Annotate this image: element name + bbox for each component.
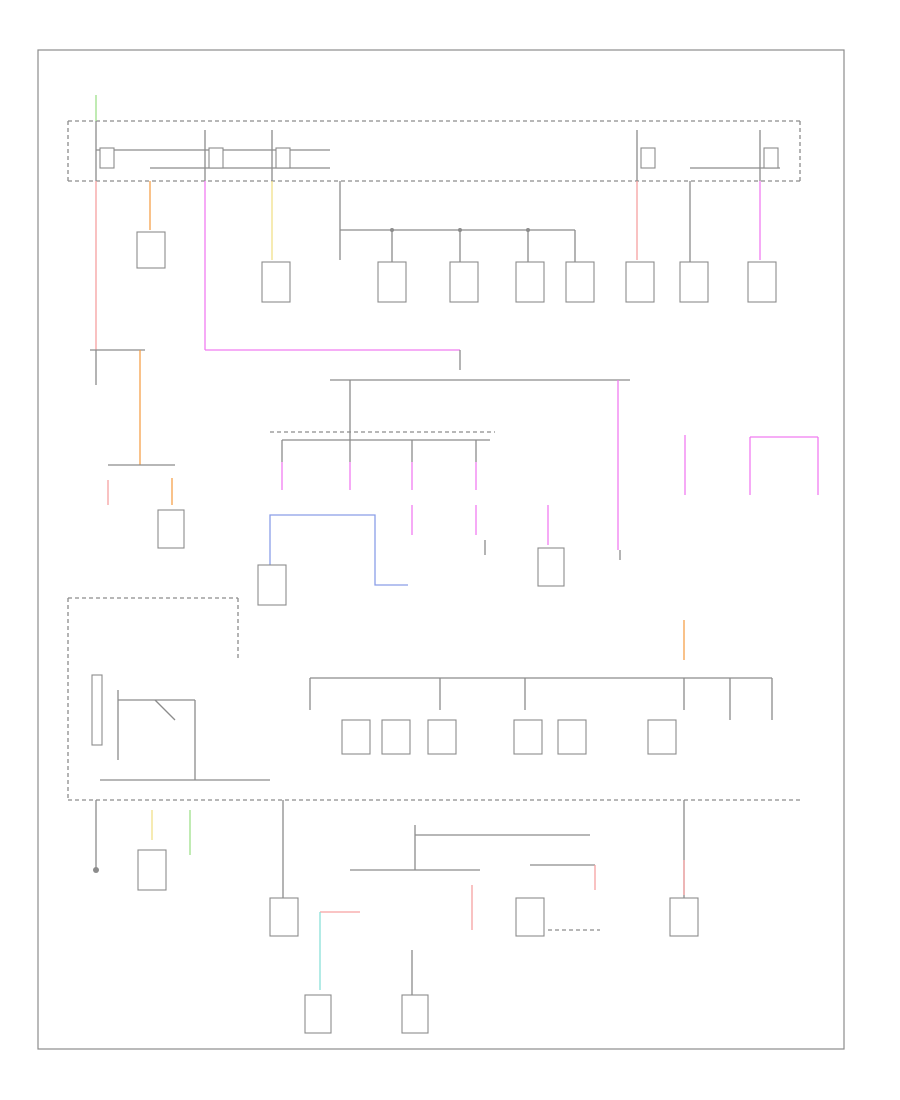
top-components	[136, 231, 777, 303]
ignition-bus	[270, 379, 819, 550]
relay-center-box	[67, 597, 270, 873]
underhood-fuse-box	[67, 120, 801, 182]
fuse-labels	[99, 147, 779, 169]
middle-components	[484, 540, 621, 587]
left-branch	[90, 349, 185, 549]
splice-branches	[340, 228, 576, 262]
diagram-frame	[37, 49, 845, 1050]
blue-wire	[257, 514, 408, 606]
pink-run	[205, 349, 461, 370]
lower-fuse-block	[68, 620, 800, 801]
bottom-section	[137, 800, 699, 1034]
wires-from-fuse-box	[95, 181, 761, 350]
